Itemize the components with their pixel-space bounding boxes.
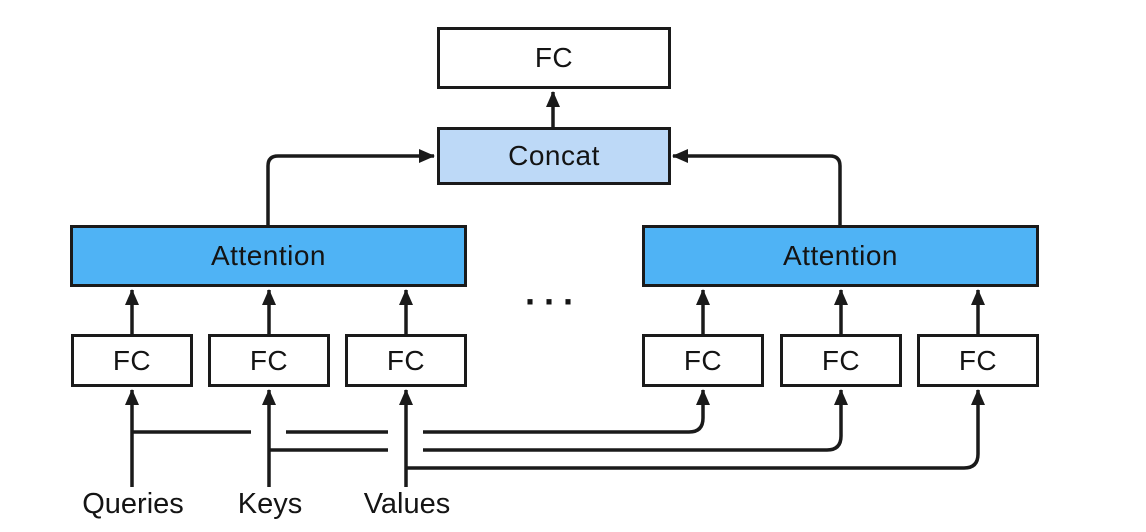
fc-left-3-label: FC xyxy=(386,344,426,376)
queries-label: Queries xyxy=(82,488,184,520)
attention-left-box: Attention xyxy=(70,225,467,287)
values-label: Values xyxy=(363,488,451,520)
attention-left-label: Attention xyxy=(210,240,327,271)
fc-right-3-label: FC xyxy=(958,344,998,376)
fc-right-3-box: FC xyxy=(917,334,1039,387)
arrow-values-to-fc-r3 xyxy=(406,389,985,470)
output-fc-box: FC xyxy=(437,27,671,89)
concat-label: Concat xyxy=(508,140,600,171)
attention-right-box: Attention xyxy=(642,225,1039,287)
attention-right-label: Attention xyxy=(782,240,899,271)
fc-right-1-box: FC xyxy=(642,334,764,387)
fc-left-2-label: FC xyxy=(249,344,289,376)
concat-box: Concat xyxy=(437,127,671,185)
arrow-attention-left-to-concat xyxy=(266,149,435,226)
output-fc-label: FC xyxy=(534,42,574,73)
fc-left-2-box: FC xyxy=(208,334,330,387)
heads-ellipsis: ··· xyxy=(525,281,582,322)
fc-right-2-box: FC xyxy=(780,334,902,387)
arrow-attention-right-to-concat xyxy=(672,149,842,226)
fc-right-1-label: FC xyxy=(683,344,723,376)
arrow-queries-to-fc-r1 xyxy=(132,390,703,434)
fc-left-1-label: FC xyxy=(112,344,152,376)
keys-label: Keys xyxy=(237,488,303,520)
fc-left-1-box: FC xyxy=(71,334,193,387)
fc-left-3-box: FC xyxy=(345,334,467,387)
fc-right-2-label: FC xyxy=(821,344,861,376)
arrow-keys-to-fc-r2 xyxy=(269,390,841,452)
